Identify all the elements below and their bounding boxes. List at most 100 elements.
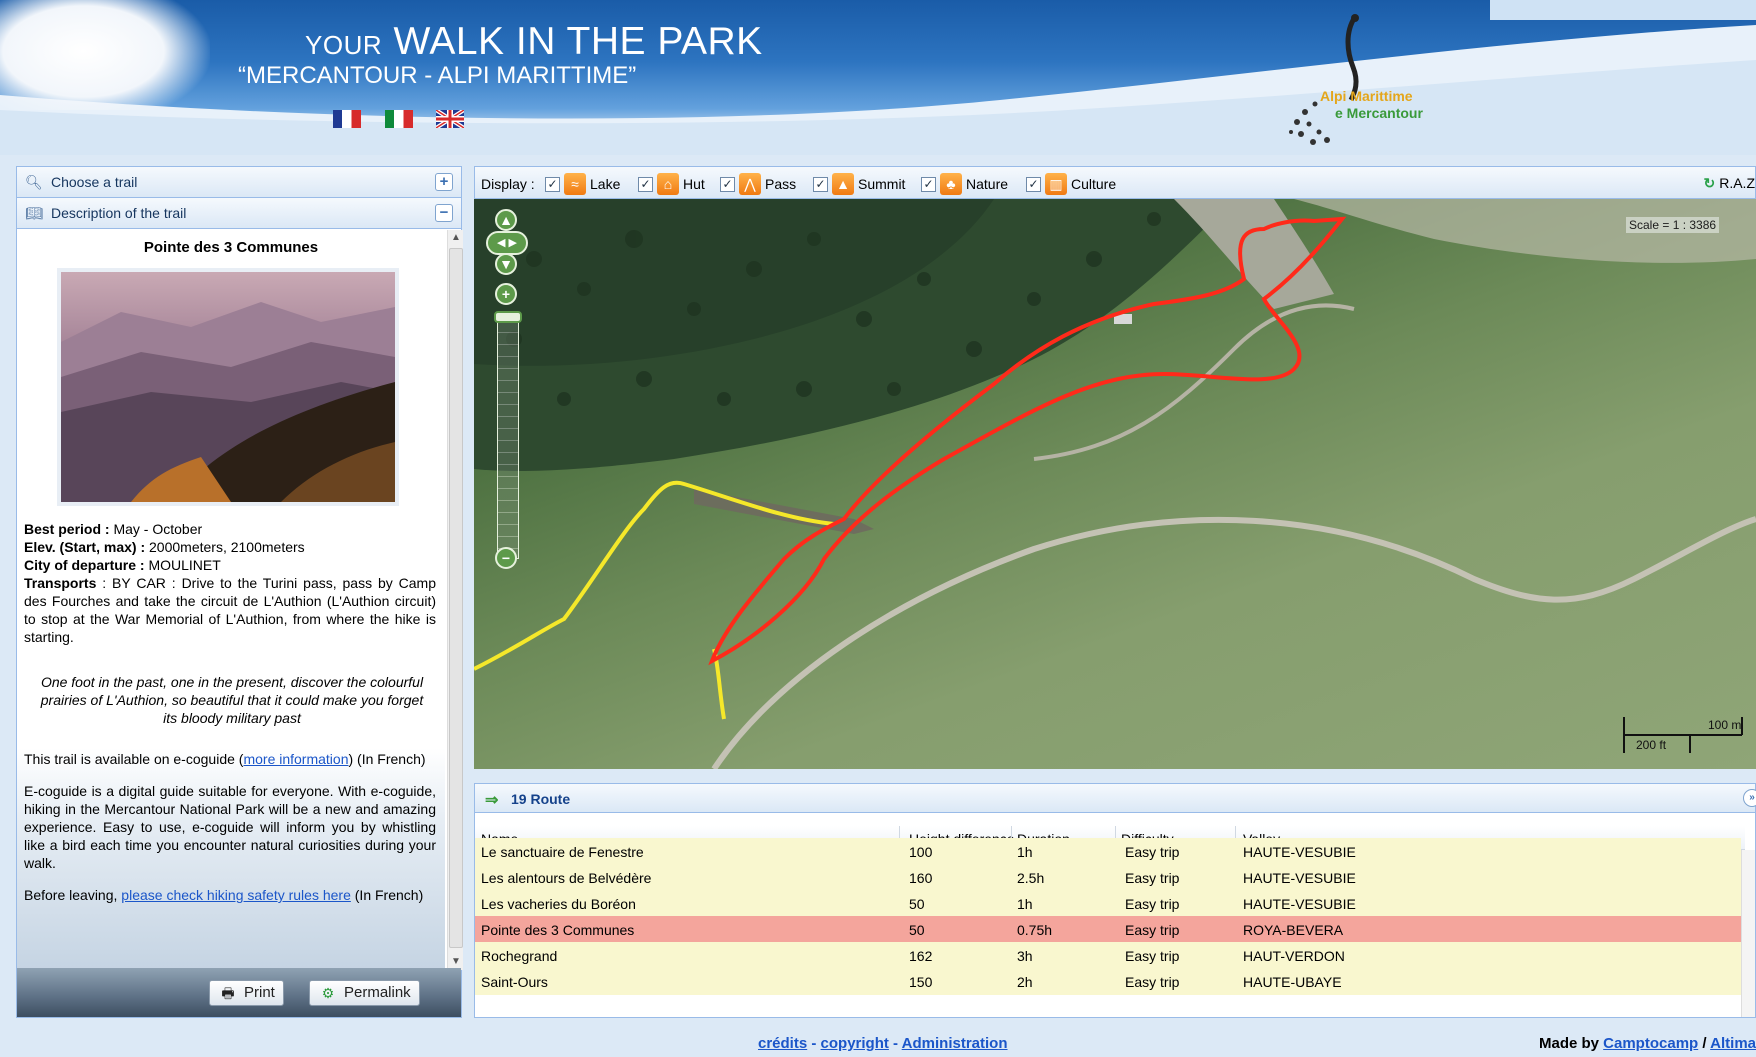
reset-button[interactable]: ↻R.A.Z: [1703, 175, 1755, 192]
grid-scrollbar[interactable]: [1741, 850, 1755, 1017]
safety-text-end: (In French): [350, 887, 424, 903]
best-period-value: May - October: [113, 521, 203, 537]
zoom-in-icon[interactable]: +: [495, 283, 517, 305]
made-by-label: Made by: [1538, 1035, 1599, 1052]
print-button[interactable]: 🖶 Print: [209, 980, 284, 1006]
more-information-link[interactable]: more information: [243, 751, 349, 767]
pan-down-icon[interactable]: ▼: [495, 253, 517, 275]
site-subtitle: “MERCANTOUR - ALPI MARITTIME”: [238, 62, 637, 89]
search-icon: 🔍︎: [25, 174, 43, 190]
cell-duration: 3h: [1017, 948, 1033, 964]
cell-height: 162: [909, 948, 933, 964]
description-header[interactable]: 📖︎ Description of the trail −: [17, 198, 461, 229]
cell-valley: HAUT-VERDON: [1243, 948, 1345, 964]
zoom-slider-handle[interactable]: [494, 311, 522, 323]
book-icon: 📖︎: [25, 205, 43, 221]
routes-header[interactable]: ⇒ 19 Route »: [474, 783, 1756, 813]
cell-duration: 0.75h: [1017, 922, 1053, 938]
cell-duration: 2.5h: [1017, 870, 1045, 886]
checkbox-pass[interactable]: ✓: [720, 177, 735, 192]
scroll-up-icon[interactable]: ▲: [451, 232, 461, 243]
park-logo: Alpi Marittime e Mercantour: [1275, 12, 1475, 155]
cell-difficulty: Easy trip: [1125, 922, 1180, 938]
cell-difficulty: Easy trip: [1125, 896, 1180, 912]
checkbox-nature[interactable]: ✓: [921, 177, 936, 192]
map-navigation: ▲ ◀ ▶ ▼ + −: [486, 209, 528, 609]
cell-name: Pointe des 3 Communes: [481, 922, 635, 938]
cell-valley: HAUTE-VESUBIE: [1243, 870, 1356, 886]
print-label: Print: [244, 984, 275, 1001]
zoom-slider[interactable]: [497, 319, 519, 559]
hut-icon: ⌂: [657, 173, 679, 195]
description-label: Description of the trail: [51, 205, 187, 221]
layer-label: Culture: [1071, 176, 1117, 192]
cell-name: Les vacheries du Boréon: [481, 896, 636, 912]
choose-trail-header[interactable]: 🔍︎ Choose a trail +: [17, 167, 461, 198]
scroll-thumb[interactable]: [449, 248, 463, 948]
cell-name: Les alentours de Belvédère: [481, 870, 652, 886]
trail-map[interactable]: Scale = 1 : 3386 100 m 200 ft ▲ ◀ ▶ ▼ + …: [474, 199, 1756, 769]
city-label: City of departure :: [24, 557, 145, 573]
scalebar-imperial: 200 ft: [1636, 738, 1667, 752]
copyright-link[interactable]: copyright: [820, 1035, 889, 1052]
link-icon: ⚙︎: [321, 985, 335, 1001]
pan-left-right-icon[interactable]: ◀ ▶: [486, 231, 528, 255]
elevation-label: Elev. (Start, max) :: [24, 539, 146, 555]
flag-fr-icon[interactable]: [333, 110, 361, 128]
cell-valley: HAUTE-VESUBIE: [1243, 896, 1356, 912]
ecoguide-text: This trail is available on e-coguide (: [24, 751, 244, 767]
credits-link[interactable]: crédits: [758, 1035, 808, 1052]
printer-icon: 🖶: [221, 985, 235, 1001]
camptocamp-link[interactable]: Camptocamp: [1603, 1035, 1699, 1052]
city-value: MOULINET: [148, 557, 221, 573]
trail-photo-image: [61, 302, 395, 502]
collapse-icon[interactable]: −: [435, 204, 453, 222]
table-row[interactable]: Pointe des 3 Communes 50 0.75h Easy trip ROY…: [475, 916, 1741, 944]
best-period-label: Best period :: [24, 521, 110, 537]
description-scrollbar[interactable]: ▲ ▼: [447, 230, 463, 970]
cell-name: Le sanctuaire de Fenestre: [481, 844, 644, 860]
logo-text-1: Alpi Marittime: [1320, 88, 1413, 104]
expand-icon[interactable]: +: [435, 173, 453, 191]
pan-up-icon[interactable]: ▲: [495, 209, 517, 231]
administration-link[interactable]: Administration: [901, 1035, 1008, 1052]
made-by: Made by Camptocamp / Altima: [1539, 1035, 1756, 1052]
cell-height: 100: [909, 844, 933, 860]
trail-photo: [57, 268, 399, 506]
reset-label: R.A.Z: [1719, 175, 1755, 191]
header-cloud: [0, 0, 210, 110]
checkbox-summit[interactable]: ✓: [813, 177, 828, 192]
cell-difficulty: Easy trip: [1125, 870, 1180, 886]
cell-difficulty: Easy trip: [1125, 948, 1180, 964]
transports-value: : BY CAR : Drive to the Turini pass, pas…: [24, 575, 436, 645]
layer-label: Lake: [590, 176, 621, 192]
zoom-out-icon[interactable]: −: [495, 547, 517, 569]
collapse-panel-icon[interactable]: »: [1743, 789, 1756, 807]
cell-height: 50: [909, 922, 925, 938]
cell-valley: HAUTE-VESUBIE: [1243, 844, 1356, 860]
scalebar-metric: 100 m: [1708, 718, 1742, 732]
scroll-down-icon[interactable]: ▼: [451, 956, 461, 967]
summit-icon: ▲: [832, 173, 854, 195]
altima-link[interactable]: Altima: [1710, 1035, 1756, 1052]
flag-it-icon[interactable]: [384, 110, 413, 128]
header-strip: [1490, 0, 1756, 20]
safety-rules-link[interactable]: please check hiking safety rules here: [121, 887, 351, 903]
checkbox-lake[interactable]: ✓: [545, 177, 560, 192]
checkbox-culture[interactable]: ✓: [1026, 177, 1041, 192]
ecoguide-info: This trail is available on e-coguide (mo…: [24, 750, 436, 918]
checkbox-hut[interactable]: ✓: [638, 177, 653, 192]
permalink-button[interactable]: ⚙︎ Permalink: [309, 980, 420, 1006]
layer-toolbar: Display : ✓ ≈ Lake ✓ ⌂ Hut ✓ ⋀ Pass ✓ ▲ …: [474, 166, 1756, 199]
cell-valley: ROYA-BEVERA: [1243, 922, 1344, 938]
map-scale-text: Scale = 1 : 3386: [1626, 217, 1720, 233]
footer-separator: -: [888, 1035, 902, 1052]
transports-label: Transports: [24, 575, 97, 591]
flag-uk-icon[interactable]: [436, 110, 465, 128]
cell-height: 150: [909, 974, 933, 990]
